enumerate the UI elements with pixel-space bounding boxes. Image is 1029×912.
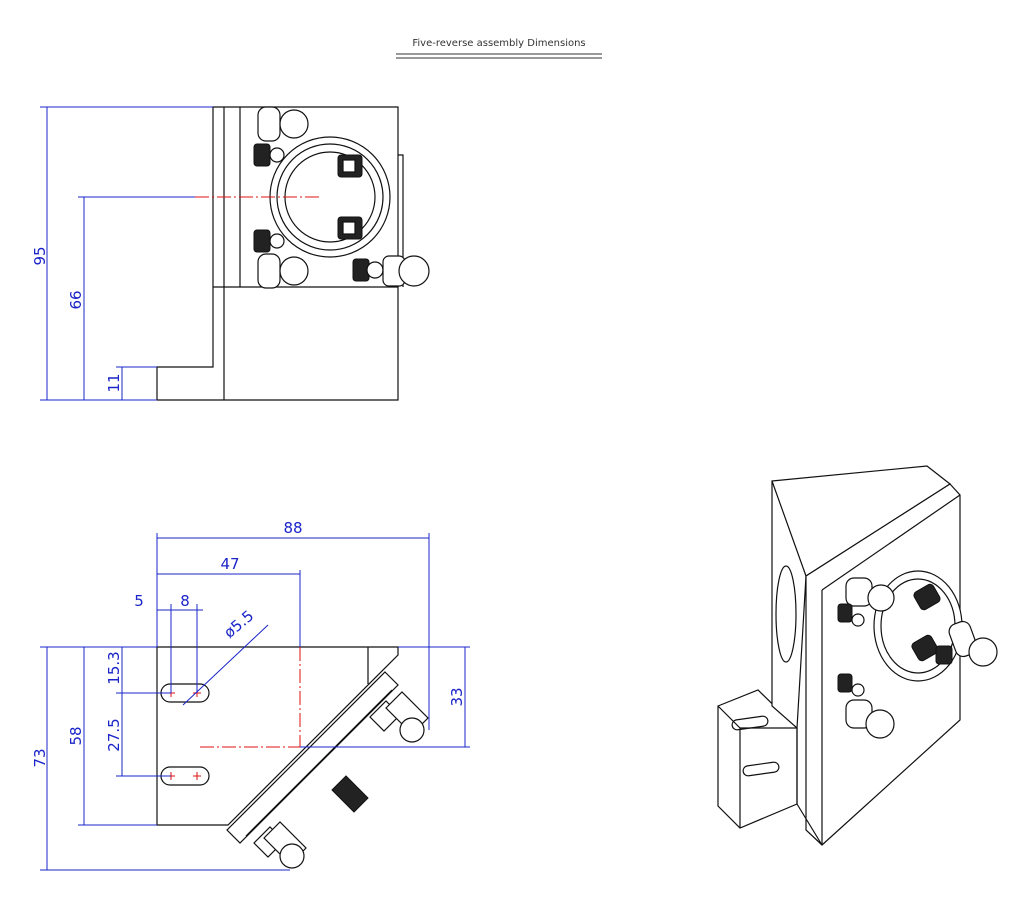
front-view-set-screw — [337, 154, 363, 178]
dim-label-11: 11 — [105, 373, 123, 392]
dim-label-73: 73 — [31, 748, 49, 767]
dim-width-total: 88 — [156, 519, 430, 730]
top-view-body — [156, 646, 399, 826]
isometric-adjuster-knob — [845, 699, 895, 739]
dim-depth-total: 73 — [31, 646, 290, 871]
dim-label-66: 66 — [67, 290, 85, 309]
dim-label-88: 88 — [283, 519, 302, 537]
dim-base-height: 11 — [105, 366, 157, 400]
front-view-adjuster-knob — [257, 253, 309, 289]
front-view-adjuster-knob — [257, 106, 309, 142]
dim-label-95: 95 — [31, 246, 49, 265]
isometric-adjuster-knob — [845, 577, 895, 612]
dim-label-33: 33 — [448, 687, 466, 706]
dim-center-height: 66 — [67, 196, 195, 400]
dim-slot-edge: 5 8 — [134, 592, 203, 693]
isometric-view — [717, 465, 998, 846]
isometric-locking-screw — [837, 603, 865, 697]
top-view-adjuster-knob — [369, 691, 429, 743]
dim-label-58: 58 — [67, 726, 85, 745]
top-view: 88 47 5 8 ø5.5 73 — [31, 519, 470, 871]
front-view-locking-screw — [253, 229, 285, 253]
dim-slot-positions: 15.3 27.5 — [105, 647, 171, 777]
dim-label-15-3: 15.3 — [105, 651, 123, 684]
dim-label-8: 8 — [180, 592, 190, 610]
dim-center-offset: 47 — [157, 555, 301, 647]
top-view-set-screw — [331, 775, 369, 813]
top-view-adjuster-knob — [253, 821, 307, 869]
front-view-side-knob — [352, 255, 430, 287]
front-view-locking-screw — [253, 143, 285, 167]
dim-base-depth: 58 — [67, 647, 157, 826]
front-view-set-screw — [337, 216, 363, 240]
isometric-side-knob — [935, 620, 998, 667]
dim-label-5: 5 — [134, 592, 144, 610]
top-view-mirror-plate — [226, 671, 399, 844]
dim-height-total: 95 — [31, 106, 213, 401]
dim-label-27-5: 27.5 — [105, 718, 123, 751]
isometric-set-screw — [911, 634, 939, 662]
dim-label-dia: ø5.5 — [220, 607, 257, 642]
dim-center-depth: 33 — [300, 646, 470, 748]
dim-hole-diameter: ø5.5 — [182, 607, 269, 706]
isometric-set-screw — [913, 583, 941, 611]
drawing-title: Five-reverse assembly Dimensions — [412, 38, 586, 49]
dim-label-47: 47 — [220, 555, 239, 573]
front-view: 95 66 11 — [31, 106, 430, 401]
